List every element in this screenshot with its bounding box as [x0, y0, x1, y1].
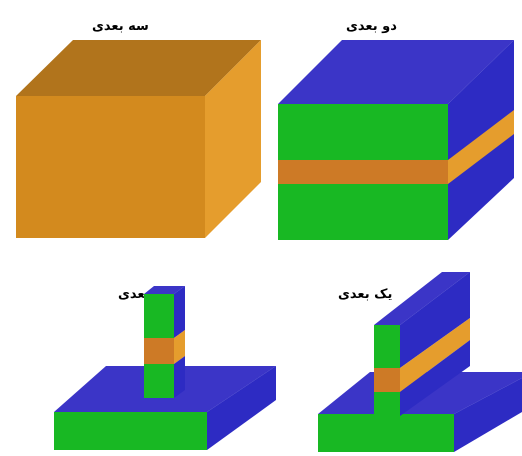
fin-1d-front-orange-band — [374, 368, 400, 392]
panel-1d-label: یک بعدی — [338, 287, 392, 302]
base-1d-front — [318, 414, 454, 452]
base-0d-front — [54, 412, 207, 450]
panel-3d-label: سه بعدی — [92, 19, 149, 34]
base-0d-side — [207, 366, 276, 450]
panel-2d-label: دو بعدی — [346, 19, 397, 34]
fin-1d-side-band — [400, 318, 470, 392]
cube-3d-top — [16, 40, 261, 96]
slab-2d-front-orange-band — [278, 160, 448, 184]
fin-1d-side-lower — [400, 340, 470, 416]
base-1d-side — [454, 378, 522, 452]
pillar-0d-side-band — [174, 330, 185, 364]
cube-3d-side — [205, 40, 261, 238]
slab-2d-side-band — [448, 110, 514, 184]
pillar-0d-front-orange-band — [144, 338, 174, 364]
slab-2d-front-lower-green — [278, 184, 448, 240]
cube-3d-front — [16, 96, 205, 238]
fin-1d-front-lower-green — [374, 392, 400, 416]
pillar-0d-front-upper-green — [144, 294, 174, 338]
slab-2d-front-upper-green — [278, 104, 448, 160]
pillar-0d-front-lower-green — [144, 364, 174, 398]
fin-1d-front-upper-green — [374, 325, 400, 368]
panel-1d: یک بعدی — [318, 272, 522, 452]
slab-2d-top — [278, 40, 514, 104]
panel-0d: صفر بعدی — [54, 286, 276, 450]
pillar-0d-side-upper — [174, 286, 185, 338]
panel-3d: سه بعدی — [16, 19, 261, 238]
pillar-0d-side-lower — [174, 356, 185, 398]
fin-1d-side-upper — [400, 272, 470, 368]
panel-2d: دو بعدی — [278, 19, 514, 240]
fin-1d-top — [374, 272, 470, 325]
pillar-0d-top — [144, 286, 185, 294]
